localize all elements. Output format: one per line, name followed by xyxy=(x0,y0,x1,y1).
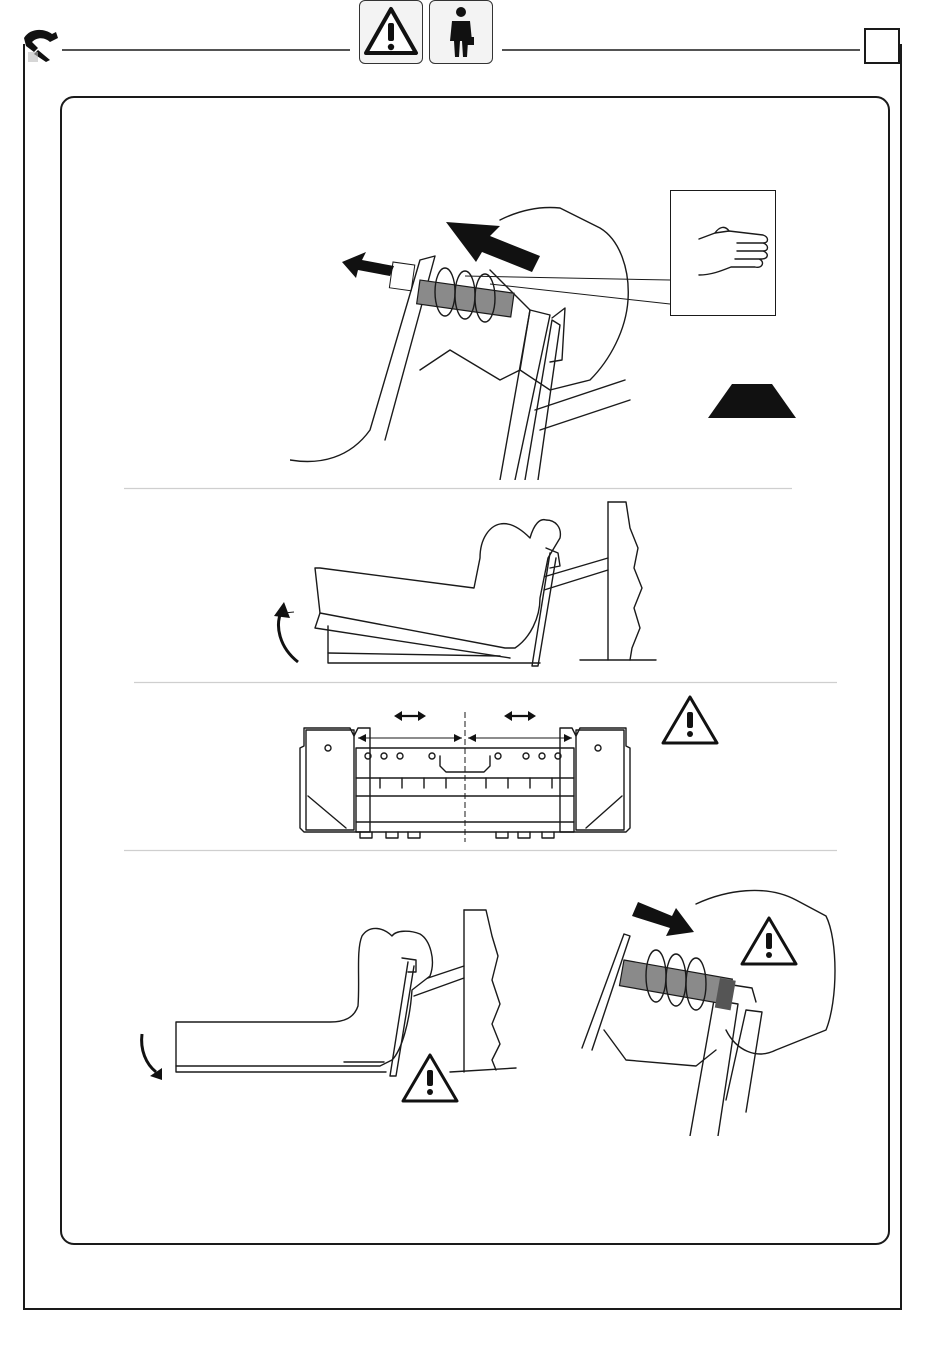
trapezoid-weight-icon xyxy=(706,382,798,420)
separator-line xyxy=(134,681,839,684)
bucket-body xyxy=(176,928,432,1066)
page-number-box xyxy=(864,28,900,64)
operator-person-icon xyxy=(430,1,492,63)
double-arrow-icon xyxy=(504,711,536,721)
arrow-right-icon xyxy=(632,902,694,936)
tool-logo-icon xyxy=(20,26,62,64)
arrow-left-icon xyxy=(342,252,394,278)
separator-line xyxy=(124,487,794,490)
attachment-body xyxy=(696,890,835,1053)
double-arrow-icon xyxy=(394,711,426,721)
separator-line xyxy=(124,849,839,852)
fig-lift-tilt xyxy=(240,498,670,678)
fig-lower-tilt xyxy=(130,900,530,1100)
warning-badge xyxy=(359,0,423,64)
warning-triangle-icon xyxy=(400,1052,460,1104)
fig-insert-pin xyxy=(576,880,844,1136)
curved-arrow-up-icon xyxy=(279,610,298,662)
fig-fork-spacing xyxy=(290,700,640,842)
bucket-body xyxy=(315,520,560,648)
warning-triangle-icon xyxy=(360,1,422,63)
hand-callout xyxy=(670,190,776,316)
operator-badge xyxy=(429,0,493,64)
hand-icon xyxy=(671,191,775,315)
curved-arrow-down-icon xyxy=(142,1034,156,1072)
warning-triangle-icon xyxy=(660,694,720,746)
